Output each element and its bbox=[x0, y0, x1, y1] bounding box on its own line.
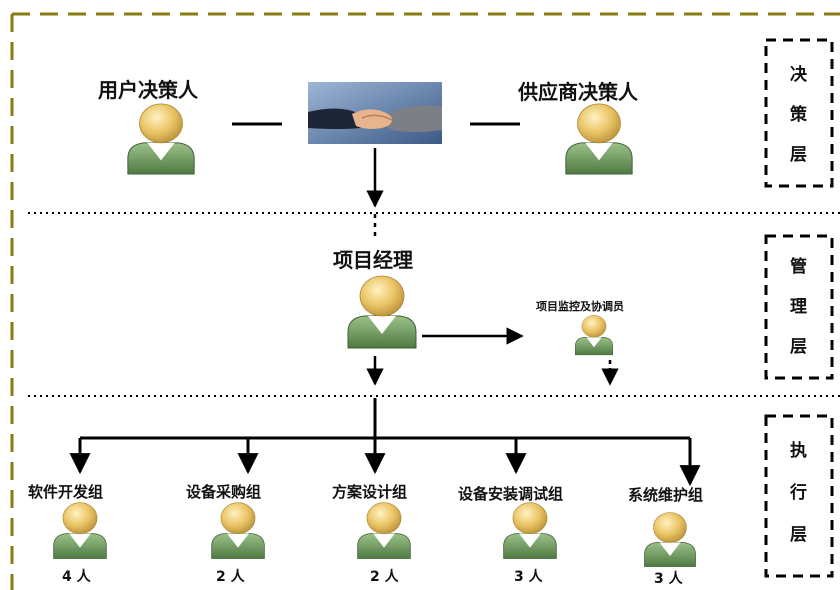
group-maintenance-icon bbox=[644, 512, 696, 567]
layer-decision-char-2: 策 bbox=[790, 105, 807, 125]
group-design-label: 方案设计组 bbox=[332, 483, 408, 501]
project-manager-icon bbox=[347, 275, 417, 349]
user-decider-icon bbox=[127, 103, 195, 175]
layer-bracket-execution bbox=[764, 414, 834, 578]
supplier-decider-icon bbox=[565, 103, 633, 175]
group-software-label: 软件开发组 bbox=[28, 483, 104, 501]
group-software-count: 4 人 bbox=[62, 569, 91, 585]
group-installation-label: 设备安装调试组 bbox=[458, 485, 564, 503]
layer-decision-char-1: 决 bbox=[790, 65, 807, 85]
layer-execution-char-3: 层 bbox=[790, 525, 807, 545]
group-procurement-count: 2 人 bbox=[216, 569, 245, 585]
layer-execution-char-2: 行 bbox=[790, 483, 807, 503]
group-maintenance-label: 系统维护组 bbox=[628, 486, 704, 504]
group-maintenance-count: 3 人 bbox=[654, 571, 683, 587]
layer-bracket-management bbox=[764, 234, 834, 380]
outer-frame bbox=[10, 12, 840, 590]
group-design-count: 2 人 bbox=[370, 569, 399, 585]
layer-management-char-1: 管 bbox=[790, 257, 807, 277]
group-installation-count: 3 人 bbox=[514, 569, 543, 585]
layer-management-char-2: 理 bbox=[790, 297, 807, 317]
layer-execution-char-1: 执 bbox=[790, 441, 807, 461]
layer-decision-char-3: 层 bbox=[790, 145, 807, 165]
group-software-icon bbox=[53, 502, 107, 559]
supplier-decider-label: 供应商决策人 bbox=[518, 80, 638, 104]
user-decider-label: 用户决策人 bbox=[98, 78, 198, 102]
monitor-icon bbox=[575, 315, 613, 356]
group-design-icon bbox=[357, 502, 411, 559]
group-procurement-icon bbox=[211, 502, 265, 559]
layer-management-char-3: 层 bbox=[790, 337, 807, 357]
group-installation-icon bbox=[503, 502, 557, 559]
monitor-label: 项目监控及协调员 bbox=[536, 300, 624, 313]
handshake-photo bbox=[308, 82, 442, 144]
project-manager-label: 项目经理 bbox=[333, 248, 413, 272]
group-procurement-label: 设备采购组 bbox=[186, 483, 262, 501]
layer-bracket-decision bbox=[764, 38, 834, 188]
